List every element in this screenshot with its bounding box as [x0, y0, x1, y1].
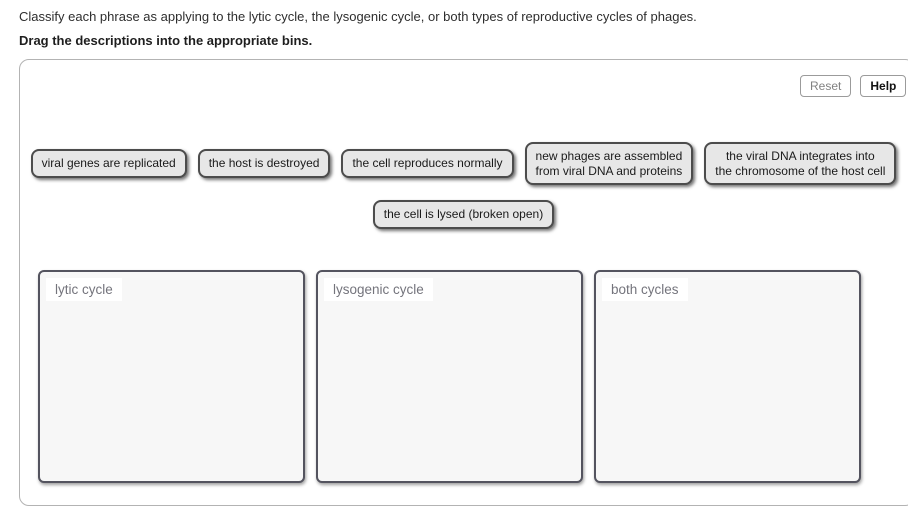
bin-lytic-cycle[interactable]: lytic cycle — [38, 270, 305, 483]
chip-viral-dna-integrates[interactable]: the viral DNA integrates into the chromo… — [704, 142, 897, 186]
bin-lysogenic-cycle[interactable]: lysogenic cycle — [316, 270, 583, 483]
chips-row-2: the cell is lysed (broken open) — [19, 200, 908, 229]
bin-label-lysogenic-cycle: lysogenic cycle — [324, 278, 433, 301]
bins-container: lytic cycle lysogenic cycle both cycles — [38, 270, 861, 483]
help-button[interactable]: Help — [860, 75, 907, 97]
question-prompt: Classify each phrase as applying to the … — [19, 9, 697, 24]
bin-label-both-cycles: both cycles — [602, 278, 688, 301]
chip-cell-reproduces-normally[interactable]: the cell reproduces normally — [341, 149, 514, 178]
chips-row-1: viral genes are replicated the host is d… — [19, 142, 908, 186]
bin-label-lytic-cycle: lytic cycle — [46, 278, 122, 301]
reset-button[interactable]: Reset — [800, 75, 852, 97]
toolbar: Reset Help — [800, 75, 907, 97]
bin-both-cycles[interactable]: both cycles — [594, 270, 861, 483]
drag-instruction: Drag the descriptions into the appropria… — [19, 33, 313, 48]
chip-new-phages-assembled[interactable]: new phages are assembled from viral DNA … — [524, 142, 694, 186]
chips-bank: viral genes are replicated the host is d… — [19, 142, 908, 229]
chip-viral-genes-are-replicated[interactable]: viral genes are replicated — [30, 149, 187, 178]
chip-the-host-is-destroyed[interactable]: the host is destroyed — [197, 149, 331, 178]
chip-cell-is-lysed[interactable]: the cell is lysed (broken open) — [372, 200, 555, 229]
